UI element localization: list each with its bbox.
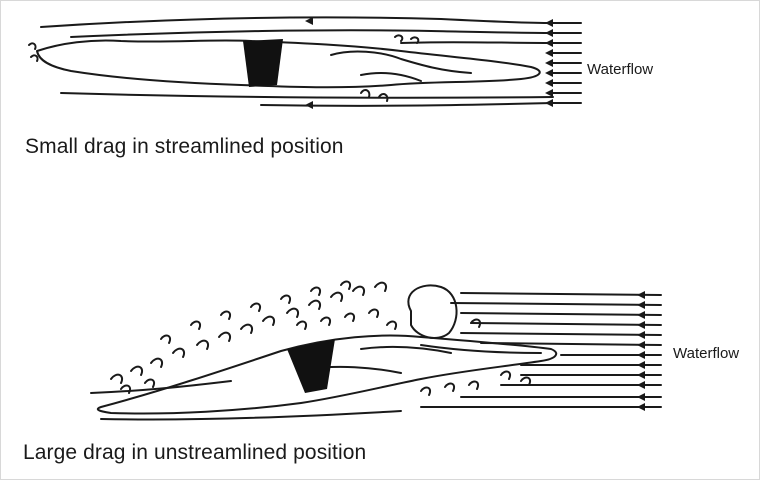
streamlined-panel: Waterflow Small drag in streamlined posi… <box>1 1 760 201</box>
streamlined-swimmer-illustration <box>1 1 760 201</box>
swimsuit-shape <box>243 39 283 87</box>
unstreamlined-panel: Waterflow Large drag in unstreamlined po… <box>1 241 760 481</box>
waterflow-label-top: Waterflow <box>587 61 653 78</box>
streamlined-caption: Small drag in streamlined position <box>25 135 344 159</box>
waterflow-label-bottom: Waterflow <box>673 345 739 362</box>
unstreamlined-caption: Large drag in unstreamlined position <box>23 441 366 465</box>
